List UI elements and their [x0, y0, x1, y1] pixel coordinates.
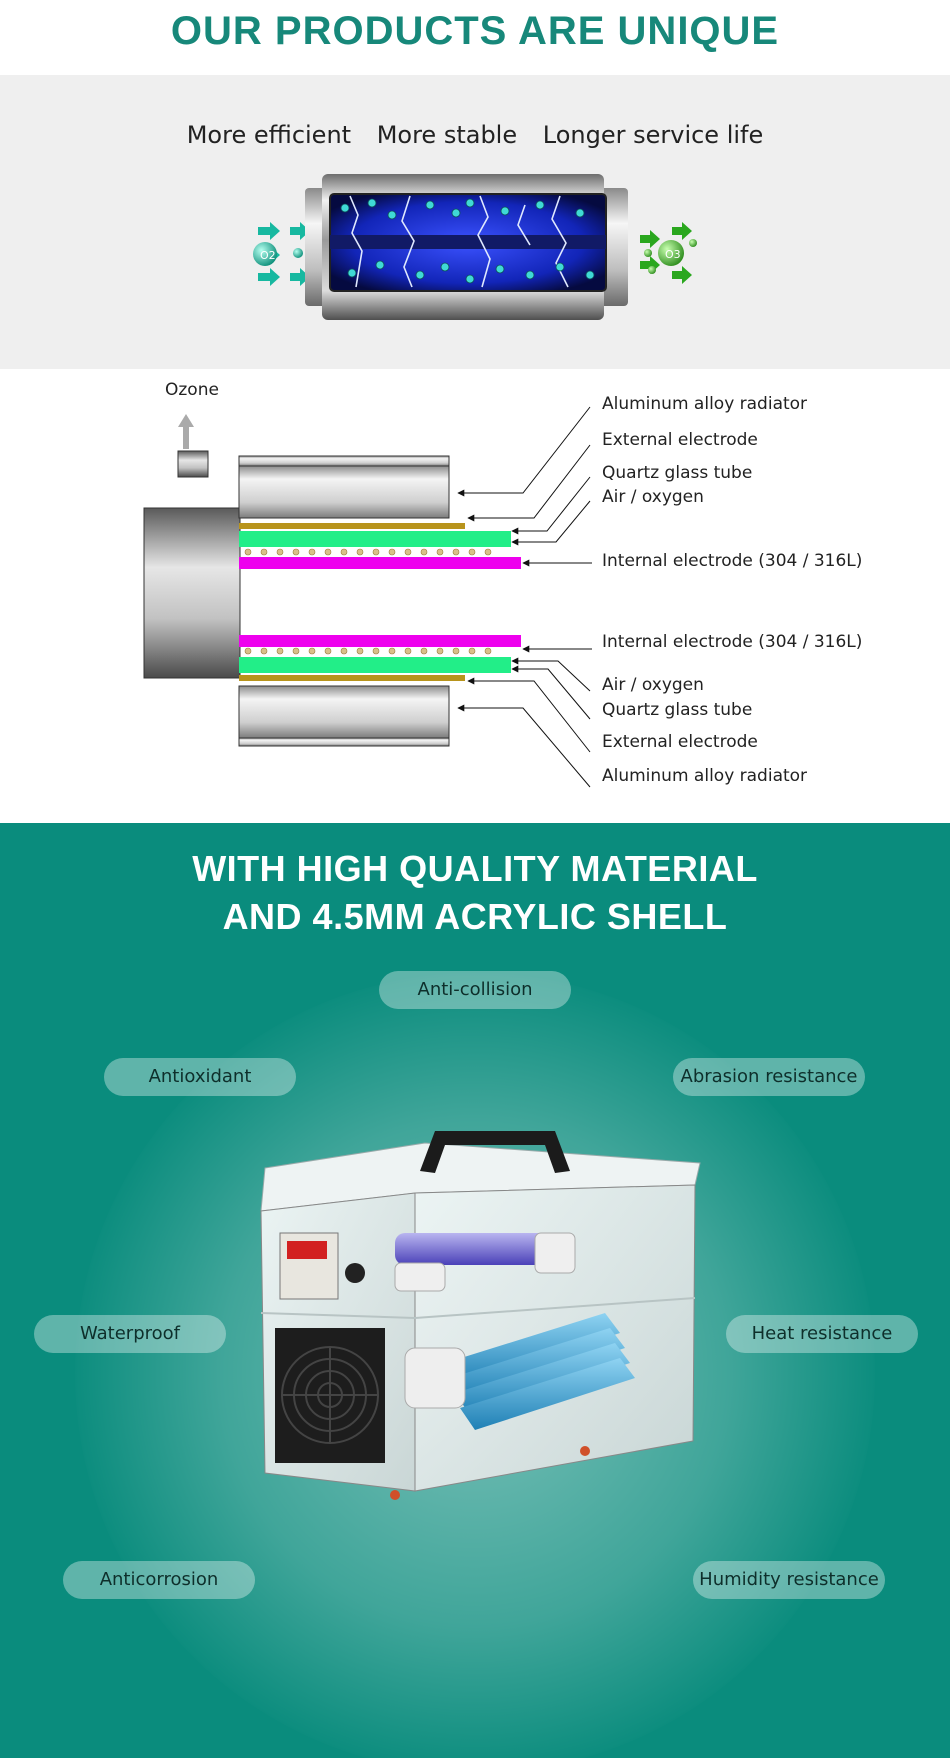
feature-stable: More stable	[376, 121, 518, 149]
pill-antioxidant: Antioxidant	[104, 1058, 296, 1096]
oxygen-inlet-label: O2	[260, 249, 276, 262]
pill-humidity-resistance: Humidity resistance	[693, 1561, 885, 1599]
material-section: WITH HIGH QUALITY MATERIAL AND 4.5MM ACR…	[0, 823, 950, 1758]
label-aluminum-radiator-top: Aluminum alloy radiator	[602, 394, 808, 414]
label-quartz-tube-top: Quartz glass tube	[602, 463, 753, 483]
feature-efficient: More efficient	[186, 121, 352, 149]
page-title: OUR PRODUCTS ARE UNIQUE	[170, 9, 780, 53]
label-external-electrode-top: External electrode	[602, 430, 758, 450]
material-title-line2: AND 4.5MM ACRYLIC SHELL	[222, 896, 728, 937]
pill-abrasion-resistance: Abrasion resistance	[673, 1058, 865, 1096]
pill-heat-resistance: Heat resistance	[726, 1315, 918, 1353]
label-internal-electrode-bottom: Internal electrode (304 / 316L)	[602, 632, 863, 652]
material-title-line1: WITH HIGH QUALITY MATERIAL	[192, 848, 758, 889]
label-aluminum-radiator-bottom: Aluminum alloy radiator	[602, 766, 808, 786]
cross-section-diagram: Ozone Aluminum alloy radiator External e…	[0, 369, 950, 823]
ozone-molecule-icon	[658, 240, 684, 266]
oxygen-molecule-icon	[253, 242, 277, 266]
label-external-electrode-bottom: External electrode	[602, 732, 758, 752]
label-internal-electrode-top: Internal electrode (304 / 316L)	[602, 551, 863, 571]
label-air-oxygen-top: Air / oxygen	[602, 487, 704, 507]
label-quartz-tube-bottom: Quartz glass tube	[602, 700, 753, 720]
ozone-outlet-label: O3	[665, 248, 681, 261]
pill-anti-collision: Anti-collision	[379, 971, 571, 1009]
ozone-up-arrow-icon	[178, 414, 194, 449]
material-title: WITH HIGH QUALITY MATERIAL AND 4.5MM ACR…	[0, 845, 950, 941]
ozone-label: Ozone	[165, 380, 219, 400]
ozone-tube-illustration: O2 O3	[253, 174, 697, 320]
ozone-generator-device-illustration	[260, 1131, 701, 1500]
pill-waterproof: Waterproof	[34, 1315, 226, 1353]
label-air-oxygen-bottom: Air / oxygen	[602, 675, 704, 695]
feature-list: More efficient More stable Longer servic…	[0, 121, 950, 149]
feature-service-life: Longer service life	[542, 121, 764, 149]
pill-anticorrosion: Anticorrosion	[63, 1561, 255, 1599]
hero-section: More efficient More stable Longer servic…	[0, 75, 950, 369]
